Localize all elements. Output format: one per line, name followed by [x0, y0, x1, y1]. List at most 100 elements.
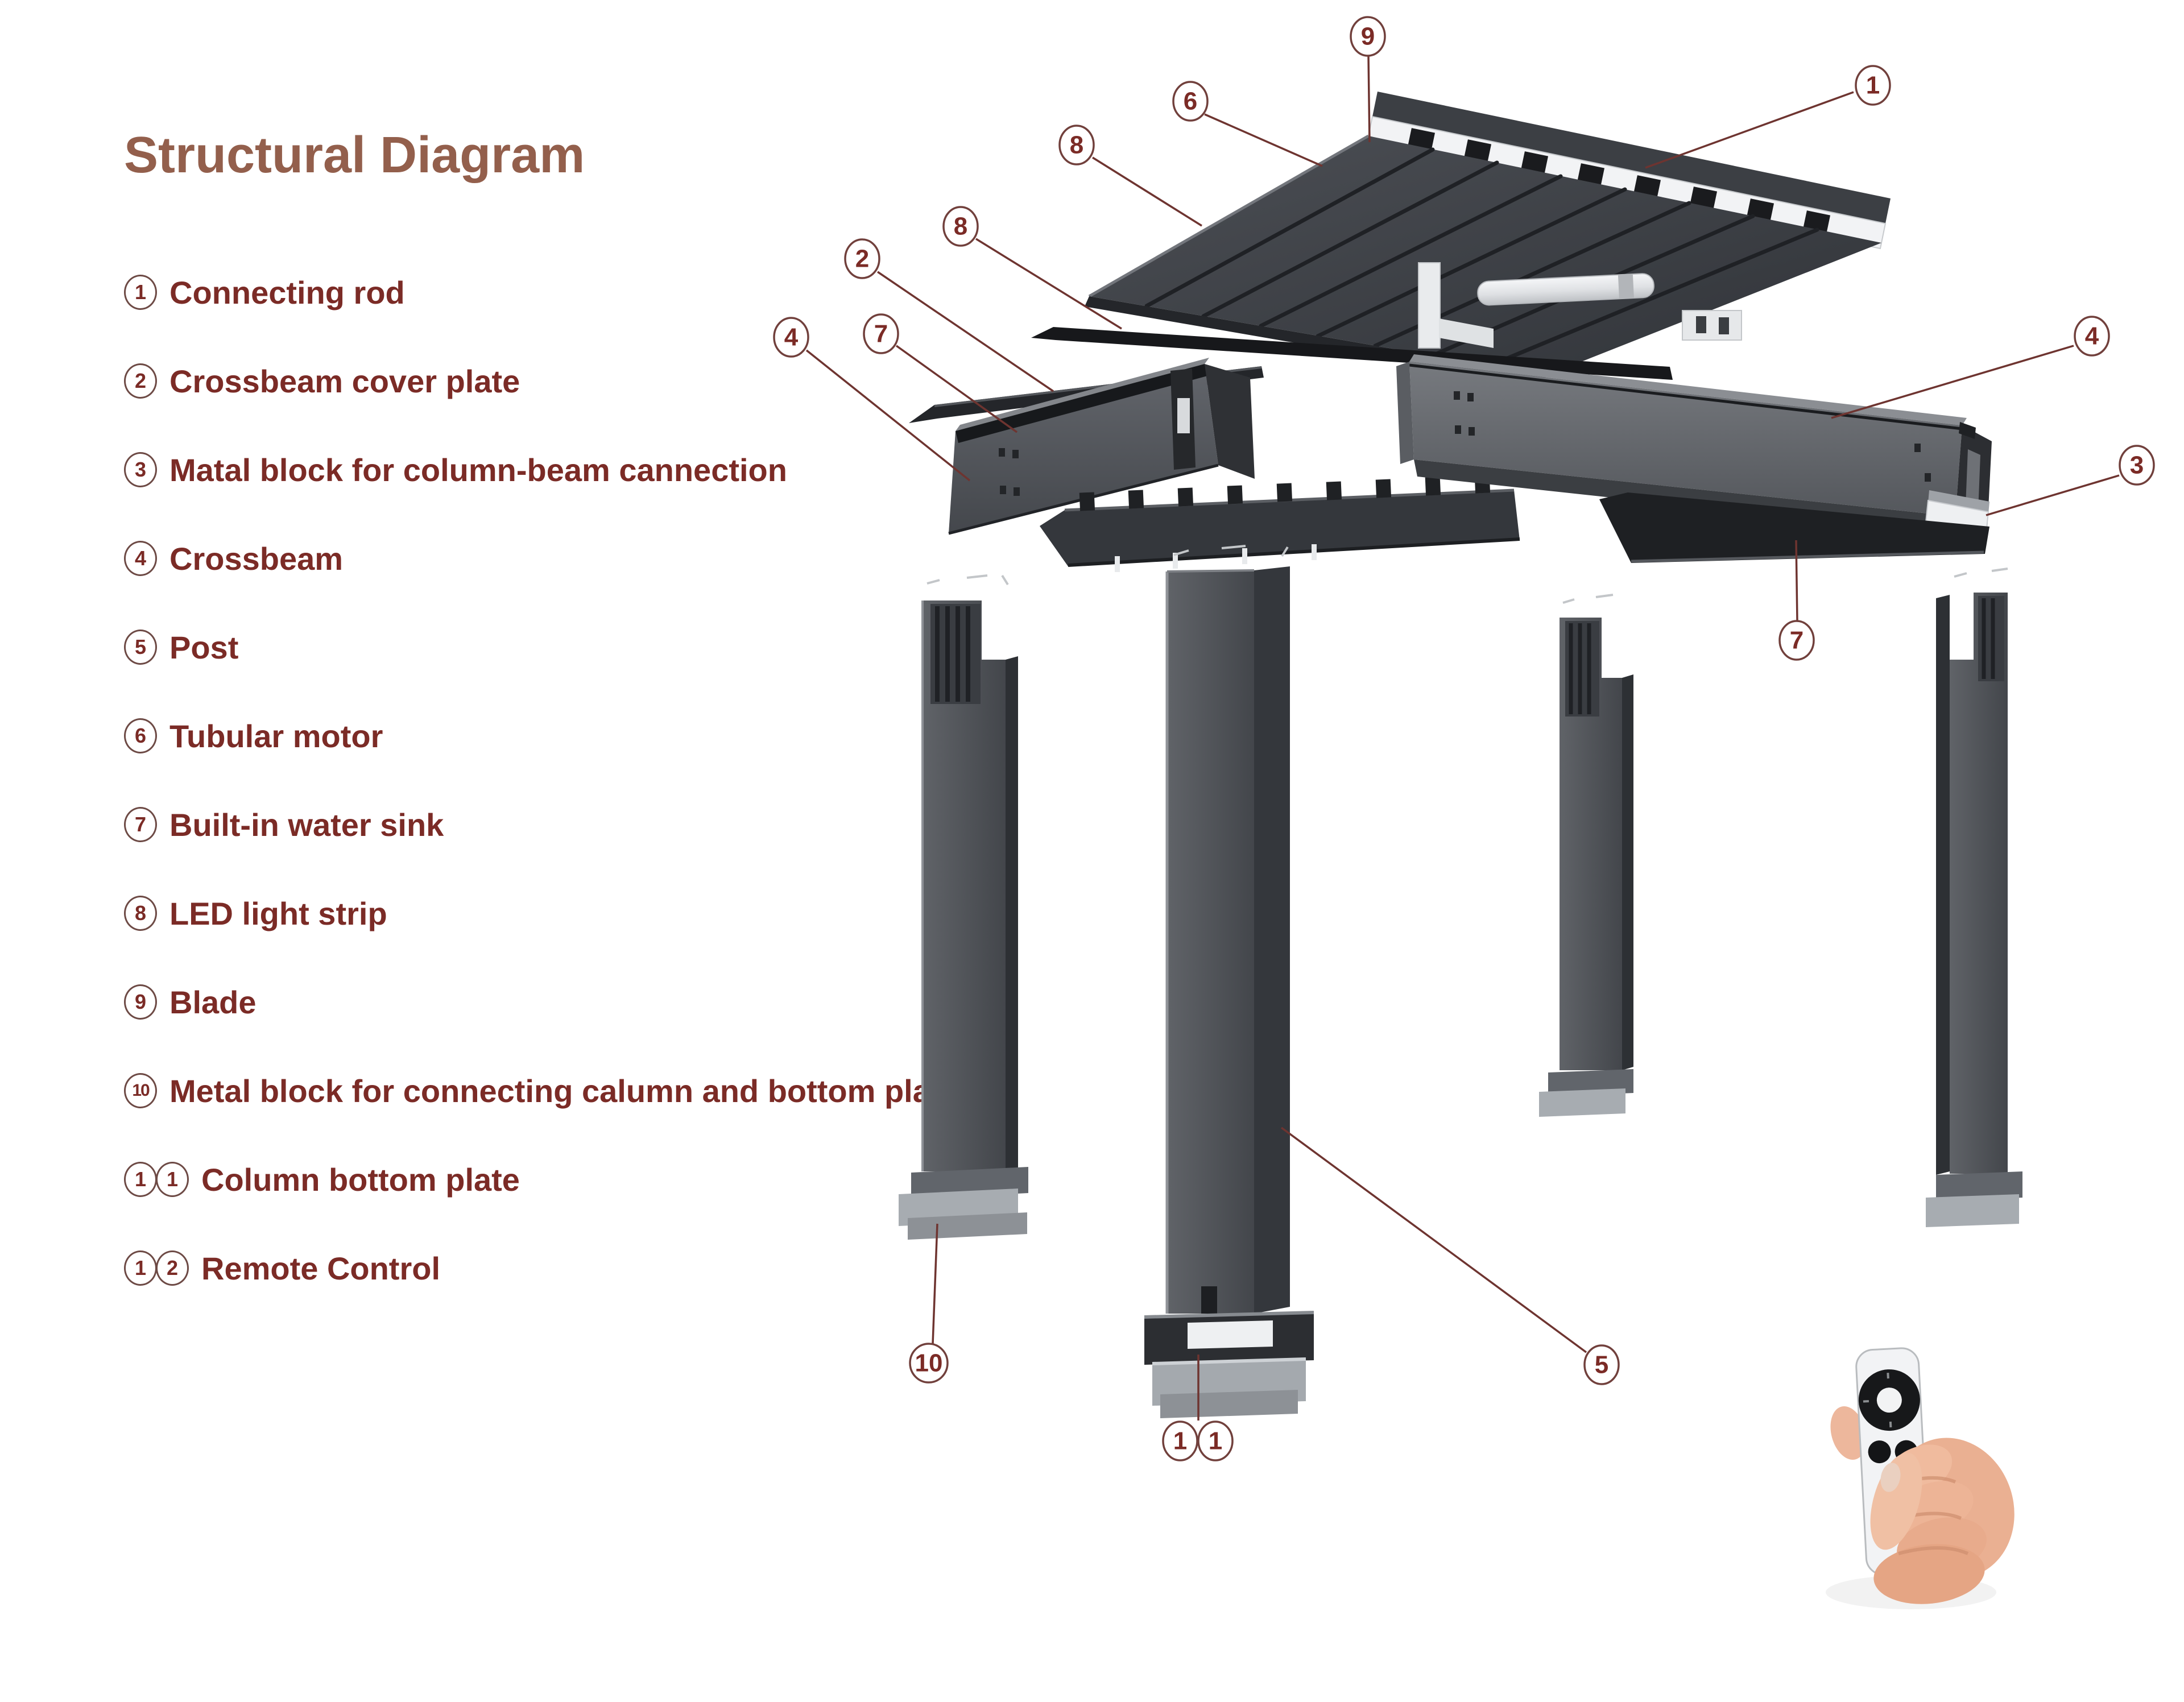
callout-number: 3 [2130, 452, 2144, 479]
callout-1: 1 [1645, 65, 1891, 169]
finger-tip [1830, 1406, 1867, 1460]
callout-number: 4 [784, 324, 799, 351]
remote-center-button [1876, 1388, 1902, 1413]
motor-mount-channel [1418, 262, 1441, 349]
legend-item-label: Crossbeam [169, 540, 344, 577]
post-back-left-face [923, 601, 1006, 1171]
legend-item-label: Connecting rod [169, 274, 405, 310]
post-back-middle [1539, 594, 1633, 1117]
roof-panel [1085, 92, 1891, 386]
right-crossbeam-face [1409, 362, 1962, 516]
leader-line [932, 1223, 938, 1344]
post-back-middle-face [1560, 618, 1622, 1070]
legend-circled-number: 9 [124, 984, 157, 1020]
legend-item-label: Tubular motor [169, 718, 383, 754]
legend-item-label: LED light strip [169, 895, 387, 931]
callout-10: 10 [909, 1223, 949, 1384]
legend-item-label: Matal block for column-beam cannection [169, 452, 787, 488]
legend-item: 6 Tubular motor [124, 691, 1091, 780]
motor-end-bracket [1682, 310, 1742, 341]
callout-9: 9 [1350, 16, 1386, 143]
legend-item: 8 LED light strip [124, 869, 1091, 958]
legend-item-label: Post [169, 629, 239, 665]
legend-item: 4 Crossbeam [124, 514, 1091, 603]
legend-item-number: 10 [124, 1073, 157, 1108]
post-right-face [1950, 593, 2008, 1174]
leader-line [1645, 91, 1854, 169]
callout-circle [1583, 1344, 1620, 1385]
legend-item: 2 Crossbeam cover plate [124, 337, 1091, 425]
callout-number: 1 [1173, 1427, 1187, 1455]
blade-bracket-channel [1040, 474, 1520, 572]
callout-number: 9 [1361, 23, 1375, 51]
leader-line [1092, 156, 1202, 227]
callout-number: 8 [954, 213, 967, 241]
callout-4: 4 [1831, 316, 2110, 419]
leader-line [1367, 55, 1371, 143]
legend-item: 5 Post [124, 603, 1091, 691]
column-bottom-plate-front [1152, 1357, 1306, 1418]
legend-circled-number: 4 [124, 541, 157, 576]
callout-circle [1350, 16, 1386, 57]
callout-number: 7 [1790, 627, 1804, 655]
bottom-plate-back-middle [1539, 1069, 1633, 1117]
legend-circled-number: 1 [124, 275, 157, 310]
legend-item: 10 Metal block for connecting calumn and… [124, 1046, 1091, 1135]
motor-mount-bracket [1439, 318, 1494, 348]
legend-item-label: Blade [169, 984, 257, 1020]
legend-item: 9 Blade [124, 958, 1091, 1046]
callout-4: 4 [773, 317, 971, 482]
callout-circle [2074, 316, 2110, 357]
left-crossbeam-end [1205, 364, 1255, 479]
leader-line [1986, 474, 2120, 516]
callout-number: 4 [2085, 322, 2099, 350]
bottom-plate-right [1926, 1171, 2022, 1227]
legend-item-label: Metal block for connecting calumn and bo… [169, 1072, 959, 1109]
callout-circle [773, 317, 809, 358]
hand [1870, 1438, 2015, 1604]
callout-circle [909, 1343, 949, 1384]
thumb-nail [1880, 1463, 1901, 1492]
legend-item: 3 Matal block for column-beam cannection [124, 425, 1091, 514]
legend-item-number: 2 [124, 363, 157, 399]
legend-circled-number: 5 [124, 630, 157, 665]
callout-circle [1778, 620, 1815, 661]
legend-item-number: 9 [124, 984, 157, 1020]
callout-circle [1058, 125, 1095, 165]
legend: 1 Connecting rod 2 Crossbeam cover plate… [124, 248, 1091, 1312]
page-title: Structural Diagram [124, 127, 585, 184]
callout-5: 5 [1280, 1127, 1620, 1385]
right-crossbeam-endcap-left [1396, 362, 1414, 464]
callout-number: 6 [1184, 88, 1197, 115]
leader-line [975, 238, 1122, 330]
legend-circled-number: 6 [124, 718, 157, 753]
legend-item-label: Built-in water sink [169, 806, 444, 843]
legend-item-number: 3 [124, 452, 157, 487]
legend-item-number: 1 [124, 275, 157, 310]
ghost-marks [1173, 545, 1289, 557]
callout-8: 8 [942, 206, 1122, 330]
callout-7: 7 [1778, 540, 1815, 661]
callout-circle [942, 206, 979, 247]
legend-circled-number: 1 [156, 1162, 189, 1197]
callout-number: 5 [1595, 1351, 1608, 1379]
remote-menu-button [1868, 1440, 1891, 1464]
ghost-marks [1562, 594, 1614, 604]
leader-line [1280, 1127, 1587, 1353]
legend-item: 1 Connecting rod [124, 248, 1091, 337]
callout-circle [1197, 1421, 1234, 1461]
legend-item: 7 Built-in water sink [124, 780, 1091, 869]
callout-number: 1 [1209, 1427, 1222, 1455]
motor-band [1618, 274, 1634, 299]
legend-item-number: 7 [124, 807, 157, 842]
callout-2: 2 [844, 238, 1054, 392]
legend-item-number: 4 [124, 541, 157, 576]
callout-number: 10 [915, 1349, 943, 1377]
callout-number: 7 [874, 320, 888, 348]
legend-circled-number: 2 [124, 363, 157, 399]
callout-number: 2 [855, 245, 869, 273]
